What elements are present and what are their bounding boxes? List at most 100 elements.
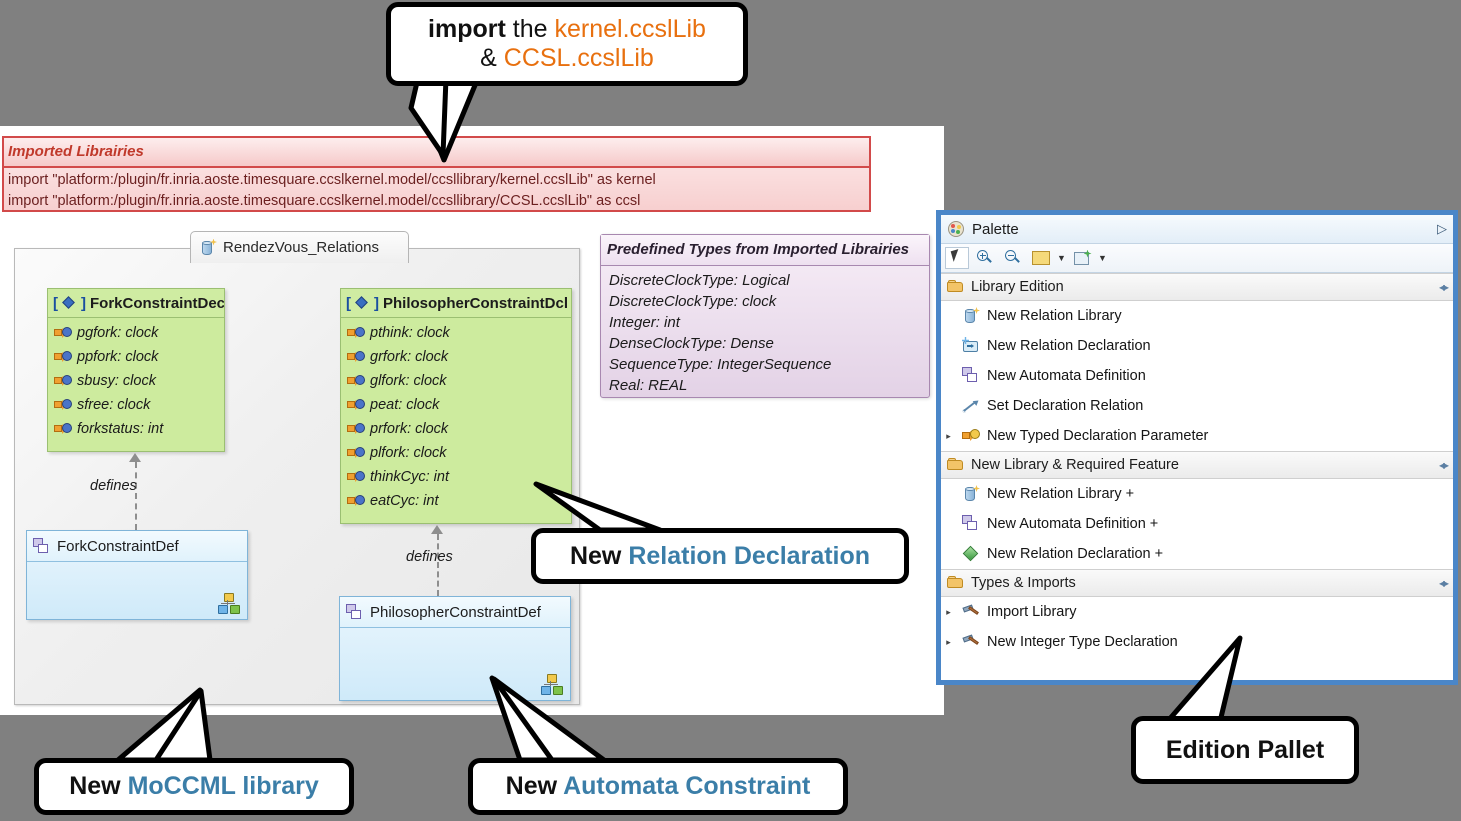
defines-arrow: [431, 525, 443, 534]
declaration-header: [ ] ForkConstraintDecl: [48, 289, 224, 318]
palette-item-label: New Relation Library: [987, 308, 1122, 324]
parameter-icon: [347, 422, 365, 436]
predefined-types-box[interactable]: Predefined Types from Imported Librairie…: [600, 234, 930, 398]
collapse-icon[interactable]: ◂▸: [1438, 458, 1449, 472]
sticky-note-icon[interactable]: [1070, 247, 1094, 269]
palette-item-label: New Typed Declaration Parameter: [987, 428, 1209, 444]
palette-item-set-declaration-relation[interactable]: ▸ ◌ Set Declaration Relation: [941, 391, 1453, 421]
attribute-row[interactable]: glfork: clock: [341, 369, 571, 393]
attribute-row[interactable]: sbusy: clock: [48, 369, 224, 393]
folder-open-icon: [947, 278, 965, 296]
attribute-row[interactable]: ppfork: clock: [48, 345, 224, 369]
callout-new-automata-constraint: New Automata Constraint: [468, 758, 848, 815]
palette-item-new-integer-type-declaration[interactable]: ▸ New Integer Type Declaration: [941, 627, 1453, 657]
callout-new-moccml-library: New MoCCML library: [34, 758, 354, 815]
expand-arrow-icon[interactable]: ▸: [946, 636, 951, 647]
callout-import-plain2: &: [480, 44, 504, 72]
palette-panel[interactable]: Palette ▷ ▼ ▼ Library Edition ◂▸ ▸ New R…: [936, 210, 1458, 685]
palette-item-label: New Relation Declaration +: [987, 546, 1164, 562]
declaration-box-philosopher-constraint-dcl[interactable]: [ ] PhilosopherConstraintDcl pthink: clo…: [340, 288, 572, 524]
palette-item-label: New Automata Definition +: [987, 516, 1159, 532]
palette-group-label: Types & Imports: [971, 575, 1076, 591]
definition-box-philosopher-constraint-def[interactable]: PhilosopherConstraintDef: [339, 596, 571, 701]
palette-item-new-relation-declaration-plus[interactable]: ▸ New Relation Declaration +: [941, 539, 1453, 569]
library-icon: [962, 307, 980, 325]
expand-arrow-icon[interactable]: ▸: [946, 606, 951, 617]
predefined-type-line: DiscreteClockType: clock: [609, 293, 777, 310]
set-relation-icon: ◌: [962, 397, 980, 415]
parameter-icon: [54, 350, 72, 364]
predefined-types-title: Predefined Types from Imported Librairie…: [601, 235, 929, 266]
palette-item-import-library[interactable]: ▸ Import Library: [941, 597, 1453, 627]
callout-import-libraries: import the kernel.ccslLib & CCSL.ccslLib: [386, 2, 748, 86]
bracket-left: [: [346, 294, 351, 312]
attribute-label: pgfork: clock: [77, 325, 159, 341]
note-icon[interactable]: [1029, 247, 1053, 269]
collapse-icon[interactable]: ◂▸: [1438, 280, 1449, 294]
palette-group-label: Library Edition: [971, 279, 1064, 295]
palette-item-new-relation-library[interactable]: ▸ New Relation Library: [941, 301, 1453, 331]
predefined-types-body: DiscreteClockType: Logical DiscreteClock…: [601, 266, 929, 396]
automata-icon: [962, 515, 980, 533]
folder-open-icon: [947, 574, 965, 592]
palette-item-new-relation-library-plus[interactable]: ▸ New Relation Library +: [941, 479, 1453, 509]
chevron-right-icon[interactable]: ▷: [1437, 221, 1447, 236]
hammer-icon: [962, 603, 980, 621]
diagram-tab-rendezvous-relations[interactable]: RendezVous_Relations: [190, 231, 409, 263]
palette-item-label: New Relation Declaration: [987, 338, 1151, 354]
callout-relation-prefix: New: [569, 541, 629, 570]
attribute-row[interactable]: peat: clock: [341, 393, 571, 417]
callout-automata-text: New Automata Constraint: [496, 772, 821, 801]
attribute-row[interactable]: forkstatus: int: [48, 417, 224, 441]
attribute-label: glfork: clock: [370, 373, 447, 389]
palette-group-new-library-required-feature[interactable]: New Library & Required Feature ◂▸: [941, 451, 1453, 479]
predefined-type-line: SequenceType: IntegerSequence: [609, 356, 832, 373]
palette-item-new-automata-definition-plus[interactable]: ▸ New Automata Definition +: [941, 509, 1453, 539]
palette-group-library-edition[interactable]: Library Edition ◂▸: [941, 273, 1453, 301]
import-statement-line[interactable]: import "platform:/plugin/fr.inria.aoste.…: [8, 193, 641, 209]
predefined-type-line: Integer: int: [609, 314, 680, 331]
palette-item-label: New Automata Definition: [987, 368, 1146, 384]
callout-automata-prefix: New: [505, 772, 564, 801]
attribute-row[interactable]: plfork: clock: [341, 441, 571, 465]
collapse-icon[interactable]: ◂▸: [1438, 576, 1449, 590]
declaration-name: ForkConstraintDecl: [90, 294, 224, 312]
palette-toolbar[interactable]: ▼ ▼: [941, 244, 1453, 273]
library-icon: [199, 238, 217, 257]
expand-arrow-icon[interactable]: ▸: [946, 430, 951, 441]
palette-item-label: Set Declaration Relation: [987, 398, 1144, 414]
palette-group-types-imports[interactable]: Types & Imports ◂▸: [941, 569, 1453, 597]
defines-label: defines: [90, 478, 137, 494]
note-dropdown-caret-icon[interactable]: ▼: [1057, 253, 1066, 263]
zoom-out-icon[interactable]: [1001, 247, 1025, 269]
attribute-row[interactable]: eatCyc: int: [341, 489, 571, 513]
zoom-in-icon[interactable]: [973, 247, 997, 269]
declaration-attributes: pgfork: clock ppfork: clock sbusy: clock…: [48, 318, 224, 445]
callout-edition-pallet: Edition Pallet: [1131, 716, 1359, 784]
imported-libraries-title: Imported Librairies: [4, 138, 869, 168]
palette-item-new-relation-declaration[interactable]: ▸ New Relation Declaration: [941, 331, 1453, 361]
diagram-tab-label: RendezVous_Relations: [223, 239, 379, 256]
sticky-note-dropdown-caret-icon[interactable]: ▼: [1098, 253, 1107, 263]
declaration-box-fork-constraint-decl[interactable]: [ ] ForkConstraintDecl pgfork: clock ppf…: [47, 288, 225, 452]
attribute-row[interactable]: sfree: clock: [48, 393, 224, 417]
definition-header: PhilosopherConstraintDef: [340, 597, 570, 628]
import-statement-line[interactable]: import "platform:/plugin/fr.inria.aoste.…: [8, 172, 656, 188]
predefined-type-line: Real: REAL: [609, 377, 688, 394]
diamond-icon: [62, 295, 77, 311]
palette-item-new-typed-declaration-parameter[interactable]: ▸ New Typed Declaration Parameter: [941, 421, 1453, 451]
attribute-row[interactable]: pthink: clock: [341, 321, 571, 345]
attribute-row[interactable]: prfork: clock: [341, 417, 571, 441]
green-diamond-icon: [962, 545, 980, 563]
declaration-attributes: pthink: clock grfork: clock glfork: cloc…: [341, 318, 571, 517]
attribute-row[interactable]: thinkCyc: int: [341, 465, 571, 489]
definition-box-fork-constraint-def[interactable]: ForkConstraintDef: [26, 530, 248, 620]
callout-edition-pallet-text: Edition Pallet: [1165, 735, 1325, 764]
palette-title-bar: Palette ▷: [941, 215, 1453, 244]
attribute-row[interactable]: grfork: clock: [341, 345, 571, 369]
select-cursor-icon[interactable]: [945, 247, 969, 269]
imported-libraries-box[interactable]: Imported Librairies import "platform:/pl…: [2, 136, 871, 212]
attribute-row[interactable]: pgfork: clock: [48, 321, 224, 345]
palette-item-new-automata-definition[interactable]: ▸ New Automata Definition: [941, 361, 1453, 391]
definition-corner-glyph: [540, 674, 563, 695]
